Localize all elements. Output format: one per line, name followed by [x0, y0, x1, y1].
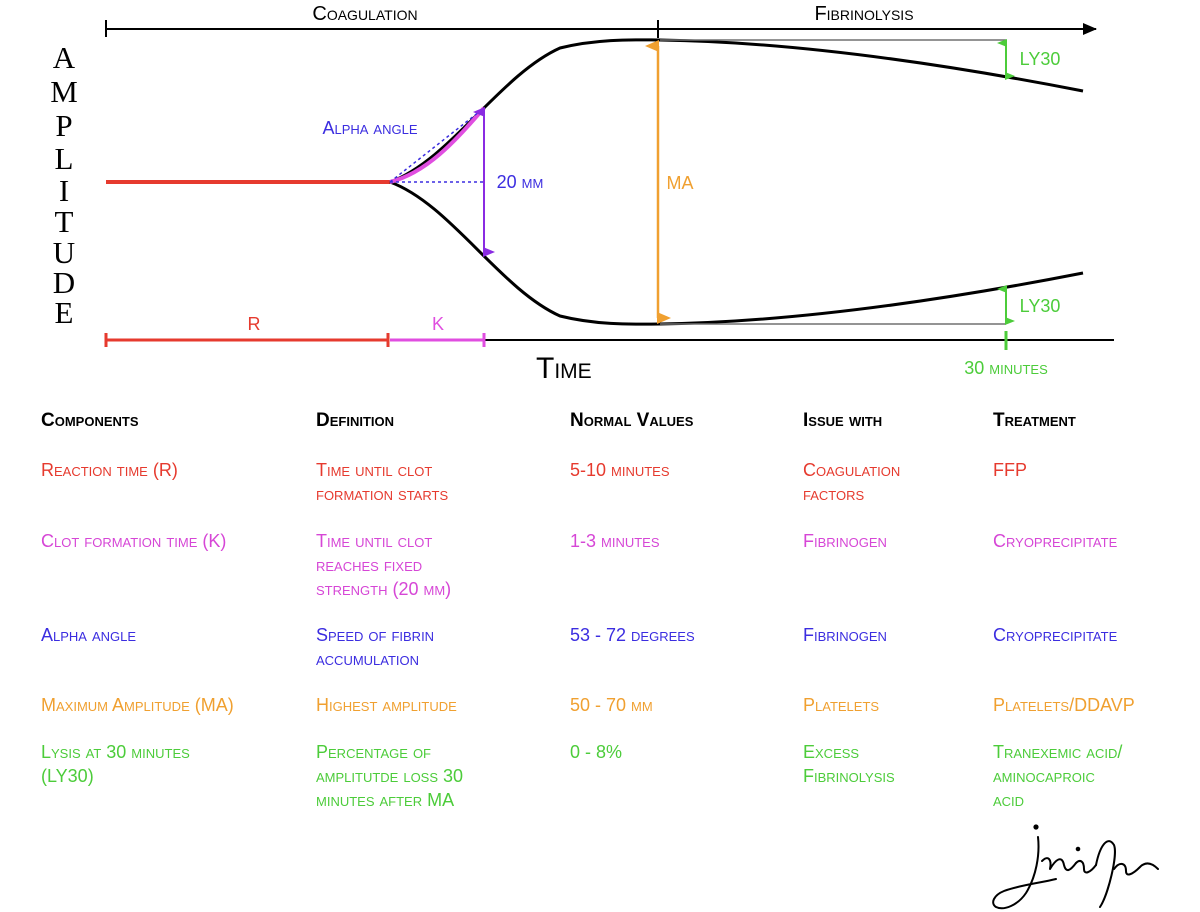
cell-issue: Excess Fibrinolysis: [803, 742, 895, 786]
y-axis-letter: E: [54, 295, 74, 330]
ma-label: MA: [667, 173, 694, 193]
cell-normal-value: 53 - 72 degrees: [570, 625, 695, 645]
time-axis-label: Time: [536, 352, 592, 385]
y-axis-letter: D: [52, 265, 76, 300]
r-label: R: [248, 314, 261, 334]
cell-definition: Percentage of amplitutde loss 30 minutes…: [316, 742, 464, 810]
header-definition: Definition: [316, 410, 394, 431]
y-axis-letter: M: [50, 74, 78, 109]
cell-treatment: Cryoprecipitate: [993, 531, 1118, 551]
cell-component: Maximum Amplitude (MA): [41, 695, 234, 715]
cell-normal-value: 1-3 minutes: [570, 531, 660, 551]
cell-issue: Fibrinogen: [803, 625, 887, 645]
ly30-top-label: LY30: [1020, 49, 1061, 69]
cell-definition: Time until clot formation starts: [316, 460, 449, 504]
header-issue-with: Issue with: [803, 410, 883, 431]
teg-upper-curve: [389, 38, 1084, 184]
cell-definition: Highest amplitude: [316, 695, 457, 715]
cell-component: Alpha angle: [41, 625, 137, 645]
header-treatment: Treatment: [993, 410, 1076, 431]
header-normal-values: Normal Values: [570, 410, 694, 431]
cell-treatment: Tranexemic acid/ aminocaproic acid: [993, 742, 1123, 810]
cell-normal-value: 50 - 70 mm: [570, 695, 653, 715]
cell-issue: Coagulation factors: [803, 460, 901, 504]
cell-normal-value: 5-10 minutes: [570, 460, 670, 480]
cell-normal-value: 0 - 8%: [570, 742, 623, 762]
cell-component: Clot formation time (K): [41, 531, 227, 551]
y-axis-letter: I: [58, 173, 70, 208]
y-axis-letter: A: [52, 40, 76, 75]
cell-component: Lysis at 30 minutes (LY30): [41, 742, 190, 786]
cell-treatment: FFP: [993, 460, 1027, 480]
teg-lower-curve: [389, 180, 1084, 326]
signature-image: [992, 824, 1159, 910]
y-axis-letter: L: [54, 141, 74, 176]
cell-treatment: Cryoprecipitate: [993, 625, 1118, 645]
y-axis-letter: T: [54, 204, 74, 239]
cell-component: Reaction time (R): [41, 460, 178, 480]
phase-coagulation-label: Coagulation: [312, 3, 417, 25]
y-axis-letter: U: [52, 235, 76, 270]
cell-definition: Speed of fibrin accumulation: [316, 625, 435, 669]
thirty-minutes-label: 30 minutes: [964, 358, 1048, 378]
cell-issue: Fibrinogen: [803, 531, 887, 551]
header-components: Components: [41, 410, 139, 431]
twenty-mm-label: 20 mm: [497, 172, 544, 192]
cell-treatment: Platelets/DDAVP: [993, 695, 1135, 715]
teg-diagram: Coagulation Fibrinolysis R K Alpha angle…: [104, 3, 1114, 378]
cell-definition: Time until clot reaches fixed strength (…: [316, 531, 452, 599]
y-axis-letter: P: [55, 108, 73, 143]
k-label: K: [432, 314, 444, 334]
cell-issue: Platelets: [803, 695, 880, 715]
phase-fibrinolysis-label: Fibrinolysis: [814, 3, 913, 25]
alpha-angle-label: Alpha angle: [322, 118, 417, 138]
ly30-bottom-label: LY30: [1020, 296, 1061, 316]
alpha-tangent-line: [389, 107, 485, 183]
